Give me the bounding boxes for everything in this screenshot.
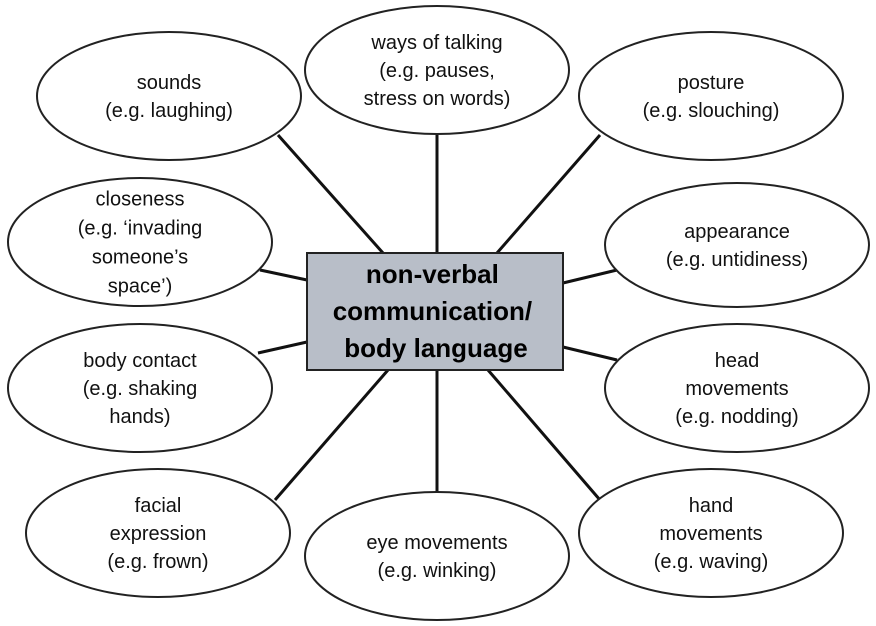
node-ellipse-head-movements [604,323,870,453]
node-ways-of-talking: ways of talking (e.g. pauses, stress on wo… [304,5,570,135]
node-posture: posture (e.g. slouching) [578,31,844,161]
node-closeness: closeness (e.g. ‘invading someone’s space’) [7,177,273,307]
node-label-line: (e.g. ‘invading [78,218,203,240]
connector-head-movements [562,345,618,362]
node-label-line: (e.g. winking) [378,560,497,582]
connector-body-contact [257,340,308,355]
node-label-line: movements [685,378,788,400]
node-label-appearance: appearance (e.g. untidiness) [666,221,808,271]
connector-sounds [276,134,385,254]
node-label-line: (e.g. waving) [654,551,769,573]
node-label-line: space’) [108,276,172,298]
connector-hand-movements [486,369,602,501]
node-label-line: someone’s [92,247,188,269]
topic-nodes: ways of talking (e.g. pauses, stress on wo… [7,5,870,621]
center-node: non-verbal communication/ body language [306,252,564,371]
connector-closeness [259,268,308,282]
node-eye-movements: eye movements (e.g. winking) [304,491,570,621]
node-label-line: movements [659,523,762,545]
node-label-facial-expression: facial expression (e.g. frown) [107,495,208,573]
node-label-line: (e.g. nodding) [675,406,798,428]
node-label-posture: posture (e.g. slouching) [643,72,780,122]
node-label-line: sounds [137,72,202,94]
node-label-line: stress on words) [364,88,511,110]
node-ellipse-posture [578,31,844,161]
node-appearance: appearance (e.g. untidiness) [604,182,870,308]
node-label-line: (e.g. slouching) [643,100,780,122]
node-label-line: appearance [684,221,790,243]
node-label-line: expression [110,523,207,545]
node-label-line: (e.g. untidiness) [666,249,808,271]
node-ellipse-facial-expression [25,468,291,598]
node-label-head-movements: head movements (e.g. nodding) [675,350,798,428]
node-ellipse-appearance [604,182,870,308]
connector-appearance [562,268,618,285]
connector-posture [495,134,602,254]
node-facial-expression: facial expression (e.g. frown) [25,468,291,598]
node-label-sounds: sounds (e.g. laughing) [105,72,233,122]
center-title-line-2: communication/ [333,296,532,326]
center-title-line-3: body language [344,333,527,363]
node-label-line: body contact [83,350,197,372]
node-label-line: ways of talking [370,32,502,54]
connector-facial-expression [273,369,390,501]
center-box [306,252,564,371]
node-ellipse-eye-movements [304,491,570,621]
node-label-line: hand [689,495,734,517]
node-label-line: facial [135,495,182,517]
connectors [257,134,618,501]
node-label-closeness: closeness (e.g. ‘invading someone’s space’) [78,189,203,298]
node-ellipse-hand-movements [578,468,844,598]
node-label-line: posture [678,72,745,94]
node-label-line: (e.g. laughing) [105,100,233,122]
center-title: non-verbal communication/ body language [333,259,540,363]
node-label-hand-movements: hand movements (e.g. waving) [654,495,769,573]
node-label-line: head [715,350,760,372]
node-label-line: (e.g. pauses, [379,60,495,82]
node-body-contact: body contact (e.g. shaking hands) [7,323,273,453]
node-sounds: sounds (e.g. laughing) [36,31,302,161]
node-label-line: closeness [96,189,185,211]
center-title-line-1: non-verbal [366,259,499,289]
node-ellipse-closeness [7,177,273,307]
node-head-movements: head movements (e.g. nodding) [604,323,870,453]
node-label-line: hands) [109,406,170,428]
node-ellipse-sounds [36,31,302,161]
node-label-line: eye movements [366,532,507,554]
node-label-line: (e.g. shaking [83,378,198,400]
node-hand-movements: hand movements (e.g. waving) [578,468,844,598]
node-ellipse-ways-of-talking [304,5,570,135]
node-label-ways-of-talking: ways of talking (e.g. pauses, stress on wo… [364,32,511,110]
node-label-eye-movements: eye movements (e.g. winking) [366,532,507,582]
node-label-body-contact: body contact (e.g. shaking hands) [83,350,198,428]
node-label-line: (e.g. frown) [107,551,208,573]
node-ellipse-body-contact [7,323,273,453]
